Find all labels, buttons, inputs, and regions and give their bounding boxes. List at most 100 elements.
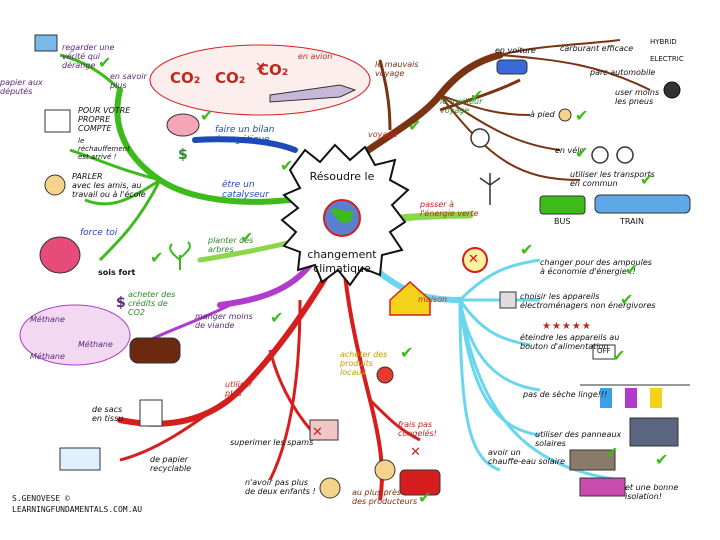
label-a-pied: à pied xyxy=(530,110,555,119)
center-title-line1: Résoudre le xyxy=(309,170,375,183)
branch-utiliser-sub1 xyxy=(119,388,241,462)
check-icon: ✔ xyxy=(470,86,484,105)
bus-icon xyxy=(539,195,586,215)
label-utiliser-plus: utiliser plus xyxy=(225,380,252,398)
label-frais: frais pas congelés! xyxy=(398,420,437,438)
label-isolation-text: et une bonne isolation! xyxy=(625,483,679,501)
label-sacs-text: de sacs en tissu xyxy=(92,405,124,423)
label-co2-a: CO₂ xyxy=(170,69,201,87)
branch-catalyseur-sub4 xyxy=(59,53,122,92)
label-pour-votre-text: POUR VOTRE PROPRE COMPTE xyxy=(78,106,131,133)
label-passer: passer à l'énergie verte xyxy=(420,200,478,218)
label-utiliser-plus-text: utiliser plus xyxy=(225,380,253,398)
label-appareils: choisir les appareils électroménagers no… xyxy=(520,292,656,310)
label-electric: ELECTRIC xyxy=(650,55,684,63)
branch-voyage-sub6 xyxy=(439,94,581,181)
center-title-line3: climatique xyxy=(313,262,371,275)
branch-voyage xyxy=(336,51,504,174)
label-maison: maison xyxy=(418,295,448,304)
label-panneaux: utiliser des panneaux solaires xyxy=(535,430,621,448)
label-methane-1: Méthane xyxy=(30,315,65,324)
cross-icon: ✕ xyxy=(468,252,479,267)
tote-bag-icon xyxy=(139,399,163,427)
label-user-pneus-text: user moins les pneus xyxy=(615,88,660,106)
branch-viande xyxy=(217,262,313,308)
methane-cloud xyxy=(19,304,131,366)
label-producteurs-text: au plus près des producteurs xyxy=(352,488,418,506)
credit-author: S.GENOVESE © xyxy=(12,494,70,503)
branch-voyage-bad xyxy=(378,59,392,131)
label-acheter-credits: acheter des crédits de CO2 xyxy=(128,290,175,317)
branch-voyage-sub2 xyxy=(499,39,621,56)
label-appareils-text: choisir les appareils électroménagers no… xyxy=(520,292,656,310)
check-icon: ✔ xyxy=(400,343,414,362)
family-icon xyxy=(319,477,341,499)
credit-website: LEARNINGFUNDAMENTALS.COM.AU xyxy=(12,505,143,514)
dollar-icon: $ xyxy=(178,147,188,163)
off-switch-icon xyxy=(592,344,616,360)
label-frais-text: frais pas congelés! xyxy=(398,420,437,438)
label-acheter-locaux-text: acheter des produits locaux xyxy=(340,350,388,377)
paper-stack-icon xyxy=(59,447,101,471)
label-enfants: n'avoir pas plus de deux enfants ! xyxy=(245,478,316,496)
label-voyage: voyage xyxy=(368,130,398,139)
label-producteurs: au plus près des producteurs xyxy=(352,488,417,506)
branch-maison-sub6 xyxy=(458,299,501,472)
cross-icon: ✕ xyxy=(255,60,266,75)
check-icon: ✔ xyxy=(520,240,534,259)
label-manger-text: manger moins de viande xyxy=(195,312,253,330)
label-papier-recyclable: de papier recyclable xyxy=(150,455,191,473)
label-sois-fort: sois fort xyxy=(98,268,136,277)
branch-viande-sub xyxy=(149,303,231,342)
label-eteindre: éteindre les appareils au bouton d'alime… xyxy=(520,333,619,351)
label-parler: PARLER avec les amis, au travail ou à l'… xyxy=(72,172,146,199)
label-ampoules: changer pour des ampoules à économie d'é… xyxy=(540,258,652,276)
check-icon: ✔ xyxy=(200,106,214,125)
label-papier-text: papier aux députés xyxy=(0,78,43,96)
branch-voyage-sub5 xyxy=(439,94,561,151)
branch-bilan xyxy=(192,136,298,153)
train-icon xyxy=(594,194,691,214)
label-meilleur-text: le meilleur voyage xyxy=(440,97,483,115)
label-le-mauvais: le mauvais voyage xyxy=(375,60,418,78)
label-chauffe-eau: avoir un chauffe-eau solaire xyxy=(488,448,565,466)
bicycle-icon xyxy=(591,146,609,164)
insulation-icon xyxy=(579,477,626,497)
spam-can-icon xyxy=(309,419,339,441)
check-icon: ✔ xyxy=(655,450,669,469)
label-superimer: superimer les spams xyxy=(230,438,314,447)
branch-utiliser-sub3 xyxy=(268,299,302,481)
label-acheter-credits-text: acheter des crédits de CO2 xyxy=(128,290,176,317)
label-acheter-locaux: acheter des produits locaux xyxy=(340,350,387,377)
airplane-icon xyxy=(269,84,357,103)
label-carburant: carburant efficace xyxy=(560,44,634,53)
ballot-box-icon xyxy=(44,109,71,133)
label-planter: planter des arbres xyxy=(208,236,253,254)
tv-icon xyxy=(34,34,58,52)
label-etre-catalyseur: être un catalyseur xyxy=(222,180,269,200)
basket-icon xyxy=(399,469,441,496)
branch-voyage-sub3 xyxy=(499,54,651,91)
house-icon xyxy=(389,280,431,316)
check-icon: ✔ xyxy=(240,228,254,247)
label-en-velo: en vélo xyxy=(555,146,585,155)
check-icon: ✔ xyxy=(620,290,634,309)
plug-icon xyxy=(499,291,517,309)
label-en-savoir-text: en savoir plus xyxy=(110,72,147,90)
label-eteindre-text: éteindre les appareils au bouton d'alime… xyxy=(520,333,620,351)
label-le-mauvais-text: le mauvais voyage xyxy=(375,60,419,78)
branch-catalyseur-sub3 xyxy=(98,179,162,262)
branch-catalyseur-sub2 xyxy=(84,178,161,206)
check-icon: ✔ xyxy=(612,346,626,365)
center-title-line2: changement xyxy=(307,248,377,261)
branch-maison-sub3 xyxy=(458,299,531,347)
check-icon: ✔ xyxy=(150,248,164,267)
check-icon: ✔ xyxy=(640,170,654,189)
vegetables-icon xyxy=(376,366,394,384)
label-parc-auto: parc automobile xyxy=(590,68,656,77)
tyre-icon xyxy=(663,81,681,99)
label-en-savoir: en savoir plus xyxy=(110,72,147,90)
check-icon: ✔ xyxy=(280,156,294,175)
label-panneaux-text: utiliser des panneaux solaires xyxy=(535,430,622,448)
label-regarder: regarder une vérité qui dérange xyxy=(62,43,114,70)
